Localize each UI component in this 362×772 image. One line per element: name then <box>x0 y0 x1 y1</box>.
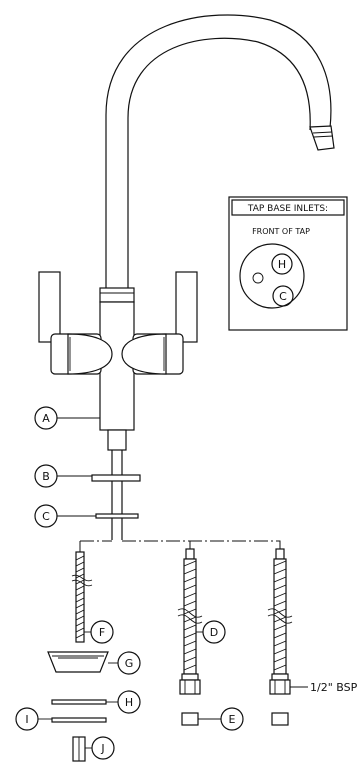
svg-text:C: C <box>42 510 50 523</box>
part-c-washer <box>95 513 139 519</box>
hot-label: H <box>278 258 286 271</box>
callout-j: J <box>91 736 115 760</box>
callout-a: A <box>34 406 58 430</box>
hot-inlet <box>271 253 293 275</box>
svg-text:I: I <box>25 713 28 726</box>
cold-label: C <box>279 290 287 303</box>
part-h-plate <box>51 699 107 705</box>
callout-c: C <box>34 504 58 528</box>
tap-spout <box>105 14 335 290</box>
callout-e: E <box>220 707 244 731</box>
callout-f: F <box>90 620 114 644</box>
part-e-nuts <box>181 712 289 726</box>
tap-base-circle <box>239 243 305 309</box>
svg-text:G: G <box>125 657 134 670</box>
inset-title: TAP BASE INLETS: <box>247 204 328 214</box>
svg-text:D: D <box>210 626 218 639</box>
callout-d: D <box>202 620 226 644</box>
tap-base-inlets-inset: TAP BASE INLETS: FRONT OF TAP H C <box>228 196 348 331</box>
svg-text:H: H <box>125 696 133 709</box>
part-b-washer <box>91 474 141 482</box>
svg-text:J: J <box>100 742 104 755</box>
leader-lines <box>38 417 308 749</box>
bsp-label: 1/2" BSP <box>310 681 358 694</box>
centre-lines <box>79 540 281 555</box>
callout-g: G <box>117 651 141 675</box>
svg-text:B: B <box>42 470 50 483</box>
part-f-hose <box>71 551 93 643</box>
svg-text:A: A <box>42 412 50 425</box>
part-d-hose <box>177 548 203 695</box>
tap-body <box>38 271 198 540</box>
svg-text:F: F <box>99 626 105 639</box>
callout-b: B <box>34 464 58 488</box>
callout-i: I <box>15 707 39 731</box>
svg-text:E: E <box>229 713 236 726</box>
bsp-hose <box>267 548 293 695</box>
cold-inlet <box>272 285 294 307</box>
centre-inlet <box>252 272 264 284</box>
part-i-plate <box>51 717 107 723</box>
inset-subtitle: FRONT OF TAP <box>252 227 310 236</box>
part-g-bracket <box>47 651 109 673</box>
callout-h: H <box>117 690 141 714</box>
